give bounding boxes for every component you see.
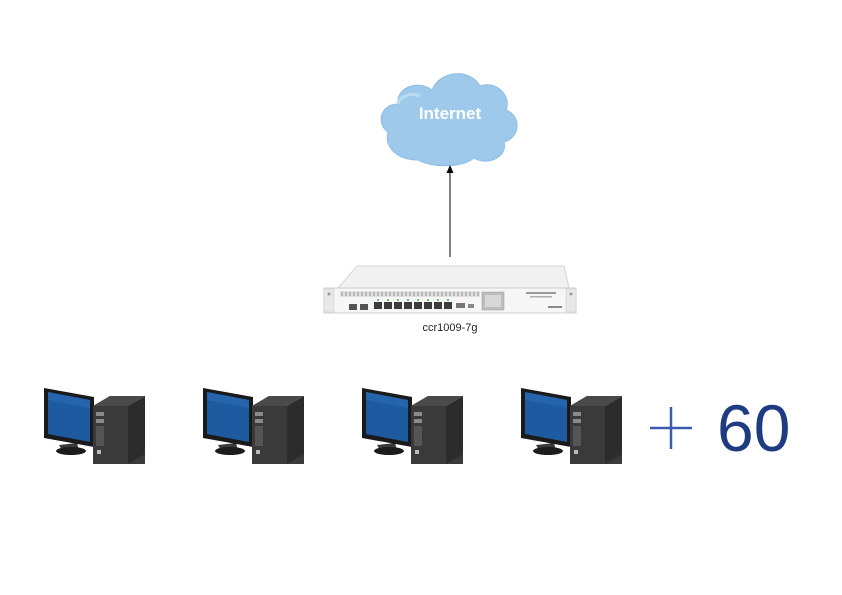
uplink-arrow <box>446 165 454 257</box>
computer-3 <box>362 388 463 464</box>
cloud-icon <box>380 73 518 167</box>
computer-row <box>44 388 622 464</box>
computer-1 <box>44 388 145 464</box>
desktop-computer-icon <box>44 388 145 464</box>
plus-icon <box>650 407 692 449</box>
computer-4 <box>521 388 622 464</box>
computer-2 <box>203 388 304 464</box>
router-label: ccr1009-7g <box>422 322 477 334</box>
desktop-computer-icon <box>362 388 463 464</box>
desktop-computer-icon <box>521 388 622 464</box>
router-device: ccr1009-7g <box>323 265 577 334</box>
cloud-label: Internet <box>419 104 482 123</box>
additional-computers: 60 <box>650 391 790 465</box>
internet-cloud: Internet <box>380 73 518 167</box>
desktop-computer-icon <box>203 388 304 464</box>
rack-router-icon <box>323 265 577 314</box>
additional-count: 60 <box>717 391 790 465</box>
